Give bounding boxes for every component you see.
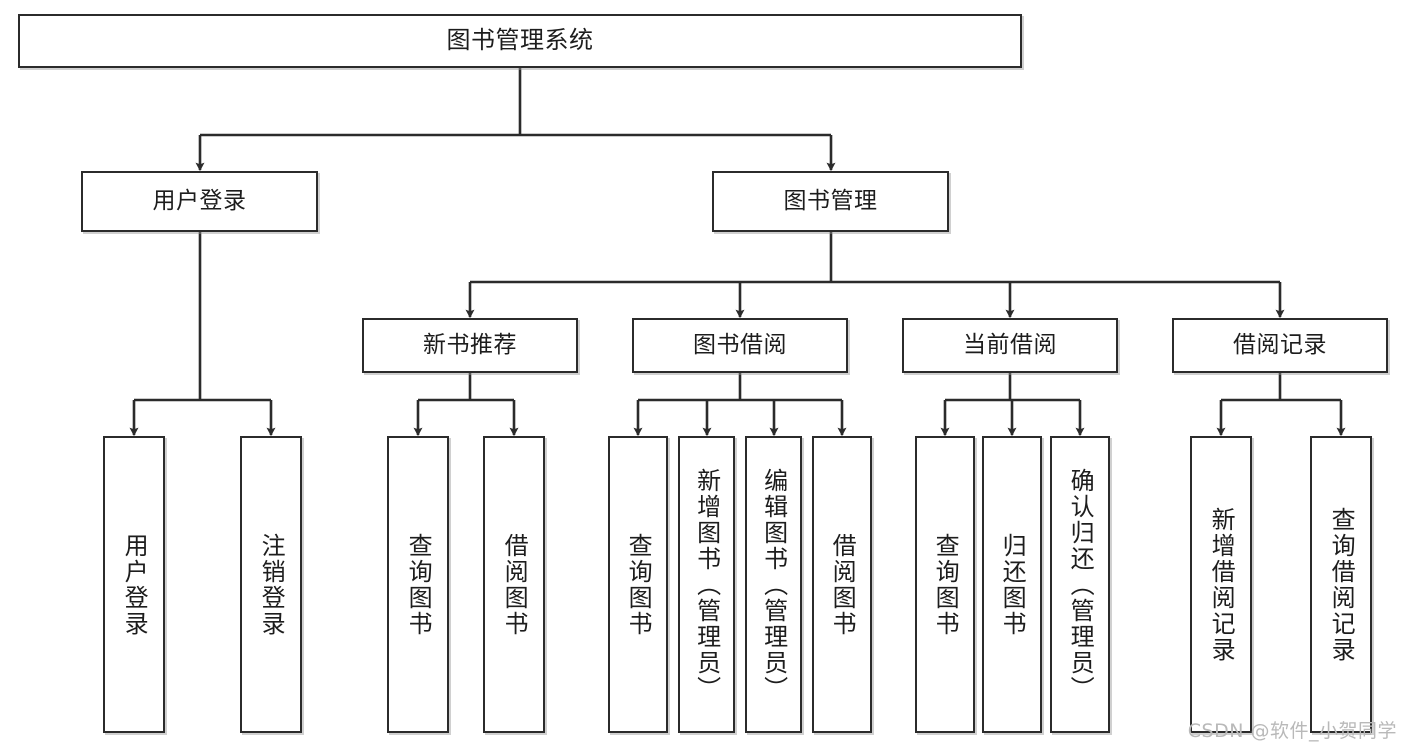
node-leaf-add[interactable]: 新增图书（管理员） bbox=[678, 436, 735, 733]
node-label: 新增图书（管理员） bbox=[692, 467, 721, 702]
node-label: 查询图书 bbox=[404, 532, 433, 637]
node-label: 新增借阅记录 bbox=[1207, 506, 1236, 663]
node-leaf-logout[interactable]: 注销登录 bbox=[240, 436, 302, 733]
node-leaf-queryrec[interactable]: 查询借阅记录 bbox=[1310, 436, 1372, 733]
node-records[interactable]: 借阅记录 bbox=[1172, 318, 1388, 373]
node-leaf-return[interactable]: 归还图书 bbox=[982, 436, 1042, 733]
node-bookmgmt[interactable]: 图书管理 bbox=[712, 171, 949, 232]
node-label: 查询借阅记录 bbox=[1327, 506, 1356, 663]
node-leaf-borrow2[interactable]: 借阅图书 bbox=[812, 436, 872, 733]
node-current[interactable]: 当前借阅 bbox=[902, 318, 1118, 373]
node-label: 借阅记录 bbox=[1233, 332, 1327, 359]
node-leaf-edit[interactable]: 编辑图书（管理员） bbox=[745, 436, 802, 733]
node-leaf-borrow1[interactable]: 借阅图书 bbox=[483, 436, 545, 733]
node-leaf-query1[interactable]: 查询图书 bbox=[387, 436, 449, 733]
node-leaf-confirm[interactable]: 确认归还（管理员） bbox=[1050, 436, 1110, 733]
node-borrow[interactable]: 图书借阅 bbox=[632, 318, 848, 373]
node-label: 编辑图书（管理员） bbox=[759, 467, 788, 702]
node-root[interactable]: 图书管理系统 bbox=[18, 14, 1022, 68]
node-label: 注销登录 bbox=[257, 532, 286, 637]
node-label: 用户登录 bbox=[120, 532, 149, 637]
node-label: 当前借阅 bbox=[963, 332, 1057, 359]
csdn-watermark: CSDN @软件_小贺同学 bbox=[1187, 720, 1397, 742]
node-label: 确认归还（管理员） bbox=[1066, 467, 1095, 702]
node-leaf-query3[interactable]: 查询图书 bbox=[915, 436, 975, 733]
node-leaf-login[interactable]: 用户登录 bbox=[103, 436, 165, 733]
node-label: 图书借阅 bbox=[693, 332, 787, 359]
node-label: 新书推荐 bbox=[423, 332, 517, 359]
node-leaf-addrec[interactable]: 新增借阅记录 bbox=[1190, 436, 1252, 733]
node-label: 图书管理 bbox=[783, 188, 878, 215]
node-newbooks[interactable]: 新书推荐 bbox=[362, 318, 578, 373]
node-label: 借阅图书 bbox=[828, 532, 857, 637]
node-leaf-query2[interactable]: 查询图书 bbox=[608, 436, 668, 733]
node-label: 查询图书 bbox=[624, 532, 653, 637]
node-label: 用户登录 bbox=[152, 188, 247, 215]
node-label: 归还图书 bbox=[998, 532, 1027, 637]
node-label: 图书管理系统 bbox=[446, 26, 594, 55]
node-label: 查询图书 bbox=[931, 532, 960, 637]
node-login[interactable]: 用户登录 bbox=[81, 171, 318, 232]
node-label: 借阅图书 bbox=[500, 532, 529, 637]
